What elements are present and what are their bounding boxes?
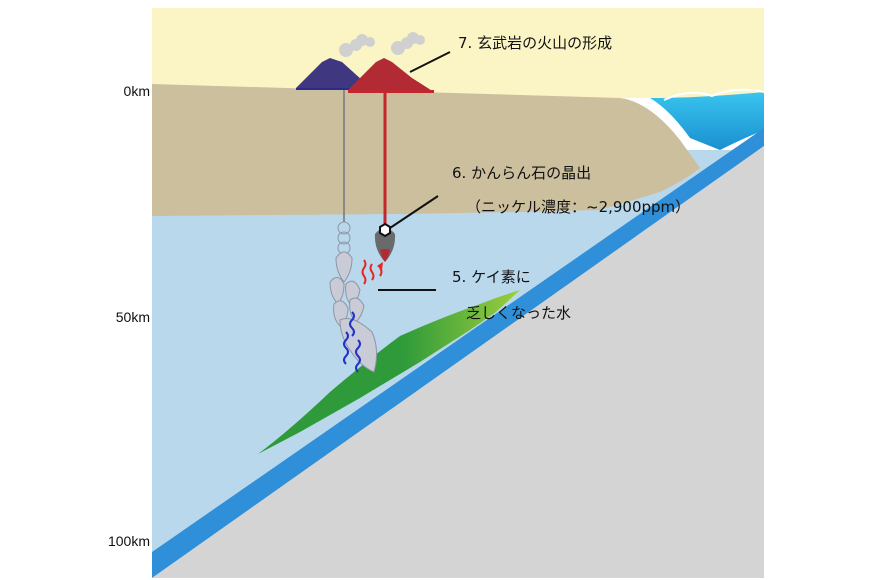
subducting-plate-band	[152, 128, 764, 578]
magma-droplet-tip	[380, 249, 390, 262]
subducting-slab	[152, 146, 764, 578]
sky	[152, 8, 764, 98]
old-volcano	[296, 58, 368, 88]
water-arrows	[343, 311, 361, 373]
hydrated-zone	[258, 290, 520, 454]
annotation-step6: 6. かんらん石の晶出	[452, 164, 591, 182]
rising-diapir-trail	[329, 221, 378, 373]
heat-arrow-head	[377, 262, 383, 270]
depth-label-100km: 100km	[108, 533, 150, 549]
basalt-volcano	[348, 58, 434, 92]
callout-line-6	[389, 195, 439, 229]
smoke-icon	[339, 32, 425, 57]
callout-line-7	[409, 51, 451, 73]
olivine-crystal-icon	[379, 222, 391, 238]
magma-droplet	[374, 228, 396, 262]
depth-label-0km: 0km	[124, 83, 150, 99]
depth-label-50km: 50km	[116, 309, 150, 325]
ocean	[650, 92, 764, 150]
annotation-step5: 5. ケイ素に	[452, 268, 531, 286]
basalt-volcano-base	[348, 90, 434, 93]
ocean-wave	[663, 88, 765, 101]
annotation-step7: 7. 玄武岩の火山の形成	[458, 34, 612, 52]
annotation-step6-detail: （ニッケル濃度：~2,900ppm）	[466, 198, 690, 216]
annotation-step5-detail: 乏しくなった水	[466, 304, 571, 322]
continental-crust	[152, 84, 700, 216]
